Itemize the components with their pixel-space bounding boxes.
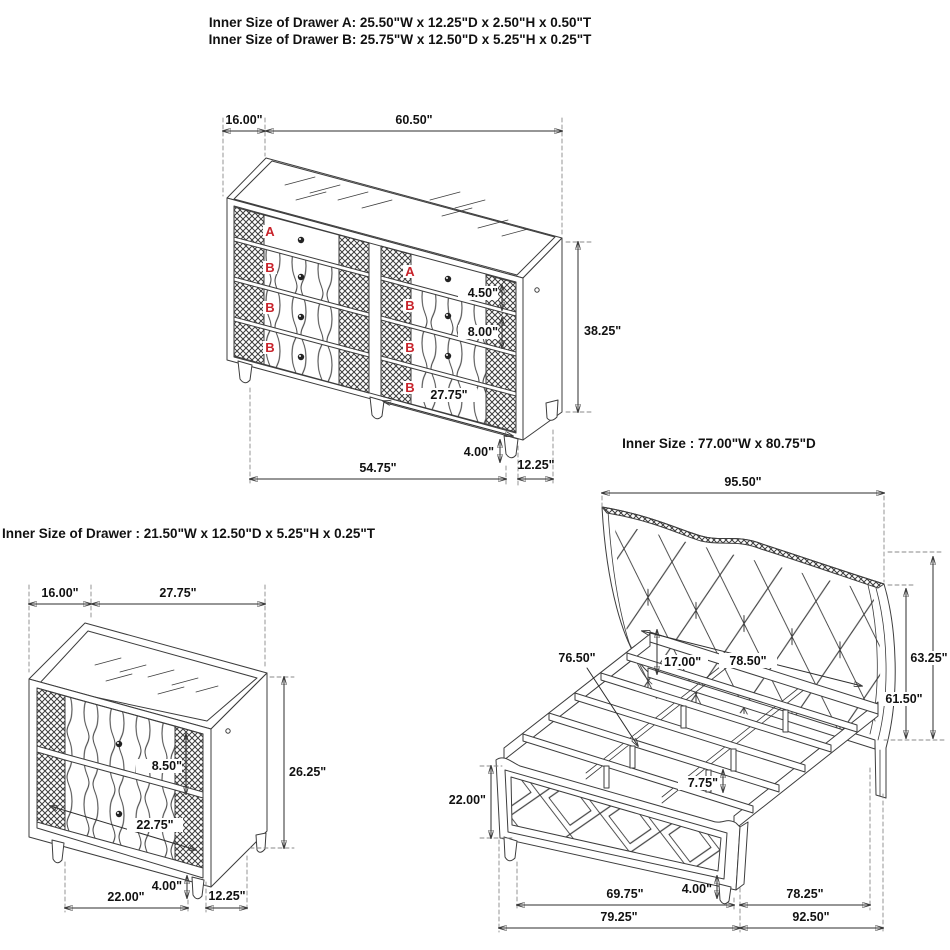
dresser-dimensions: 16.00" 60.50" 38.25" 4.50" 8.00" 27.75" … [223, 113, 621, 487]
dim-bed-foot-leg: 4.00" [682, 882, 712, 896]
drawer-letter: B [405, 380, 414, 395]
dim-nightstand-drawer-front: 8.50" [152, 759, 182, 773]
nightstand-drawing: Inner Size of Drawer : 21.50"W x 12.50"D… [2, 526, 376, 913]
dim-dresser-depth-side: 12.25" [517, 458, 554, 472]
dim-dresser-drawer-b-front: 8.00" [468, 325, 498, 339]
dim-bed-clearance: 17.00" [664, 655, 701, 669]
side-pinhole [534, 287, 540, 293]
dim-nightstand-width-top: 27.75" [159, 586, 196, 600]
bed-dimensions: 95.50" 63.25" 61.50" 17.00" 78.50" 76.50… [449, 475, 950, 933]
dim-dresser-drawer-a-front: 4.50" [468, 286, 498, 300]
dim-bed-footboard-inner: 69.75" [606, 887, 643, 901]
dim-bed-inner-width: 78.50" [729, 654, 766, 668]
dim-bed-headboard-height: 63.25" [910, 651, 947, 665]
dim-bed-side-height: 61.50" [885, 692, 922, 706]
dim-bed-slat-leg: 7.75" [688, 776, 718, 790]
dim-nightstand-drawer-width: 22.75" [136, 818, 173, 832]
drawer-letter: B [405, 340, 414, 355]
mirror-streaks [284, 176, 529, 237]
dim-bed-slat-span: 76.50" [558, 651, 595, 665]
bed-footboard [495, 757, 749, 905]
dresser-top-face [226, 157, 563, 279]
mirror-streaks [94, 657, 219, 695]
dim-dresser-depth-top: 16.00" [225, 113, 262, 127]
drawer-letter: B [405, 298, 414, 313]
header: Inner Size of Drawer A: 25.50"W x 12.25"… [209, 15, 593, 47]
side-pinhole [225, 728, 231, 734]
dim-nightstand-width-front: 22.00" [107, 890, 144, 904]
dim-dresser-width-front: 54.75" [359, 461, 396, 475]
foot-leg [503, 836, 518, 862]
nightstand-title: Inner Size of Drawer : 21.50"W x 12.50"D… [2, 526, 376, 541]
foot-leg [718, 883, 732, 905]
drawer-letter: B [265, 260, 274, 275]
bed-title: Inner Size : 77.00"W x 80.75"D [622, 436, 816, 451]
dim-bed-headboard-width: 95.50" [724, 475, 761, 489]
dim-nightstand-height: 26.25" [289, 765, 326, 779]
dresser-drawing: A B B B A B B B 16.00" 60.50" [223, 113, 621, 487]
dim-nightstand-leg: 4.00" [152, 879, 182, 893]
header-line2: Inner Size of Drawer B: 25.75"W x 12.50"… [209, 32, 593, 47]
dim-dresser-height: 38.25" [584, 324, 621, 338]
dim-bed-rail-span: 78.25" [786, 887, 823, 901]
dim-dresser-drawer-width: 27.75" [430, 388, 467, 402]
nightstand-dimensions: 16.00" 27.75" 8.50" 26.25" 22.75" 4.00" … [29, 584, 326, 913]
dim-nightstand-depth-side: 12.25" [208, 889, 245, 903]
bed-drawing: Inner Size : 77.00"W x 80.75"D [449, 436, 950, 933]
drawer-letter: A [405, 264, 415, 279]
dim-dresser-leg: 4.00" [464, 445, 494, 459]
dresser-drawers [233, 206, 517, 433]
drawer-letter: B [265, 340, 274, 355]
dim-dresser-width-top: 60.50" [395, 113, 432, 127]
dim-bed-footboard-width: 79.25" [600, 910, 637, 924]
drawer-letter: A [265, 224, 275, 239]
dim-bed-overall-depth: 92.50" [792, 910, 829, 924]
dresser-drawer-letters: A B B B A B B B [263, 224, 417, 395]
dresser-legs [237, 360, 559, 459]
drawer-letter: B [265, 300, 274, 315]
dim-nightstand-depth-top: 16.00" [41, 586, 78, 600]
header-line1: Inner Size of Drawer A: 25.50"W x 12.25"… [209, 15, 592, 30]
dim-bed-footboard-height: 22.00" [449, 793, 486, 807]
